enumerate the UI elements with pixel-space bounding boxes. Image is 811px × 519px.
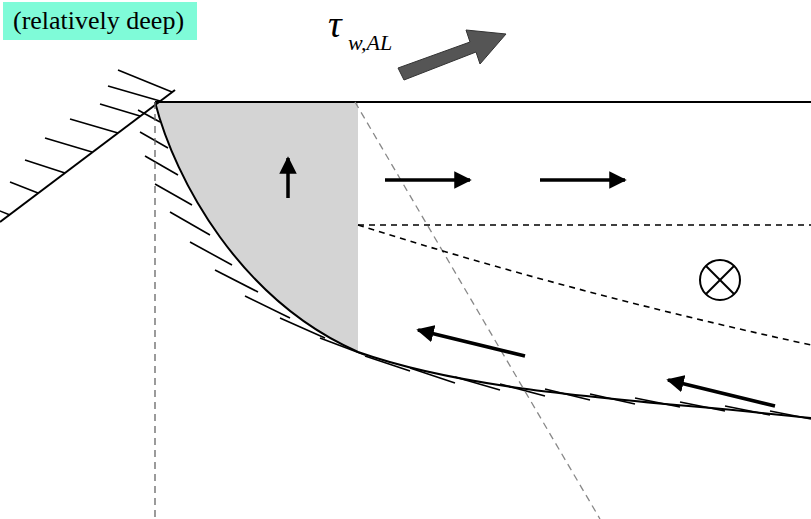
front-guide: [355, 102, 600, 519]
stress-subscript: w,AL: [348, 30, 392, 56]
shore-guide: [154, 102, 155, 519]
stress-symbol: τ: [328, 2, 342, 46]
interface-line: [358, 225, 811, 345]
mixed-layer-line: [358, 224, 811, 226]
shore-hatching: [0, 70, 172, 215]
lake-bottom: [155, 102, 811, 418]
water-surface: [155, 101, 811, 103]
region-label: (relatively deep): [13, 6, 187, 36]
shore-line: [0, 90, 175, 222]
shaded-region: [155, 102, 358, 352]
flow-arrows: [288, 158, 775, 406]
region-tag: (relatively deep): [3, 2, 197, 40]
bottom-hatching: [138, 110, 811, 419]
into-page-symbol: [700, 260, 740, 300]
wind-stress-arrow: [398, 30, 506, 80]
